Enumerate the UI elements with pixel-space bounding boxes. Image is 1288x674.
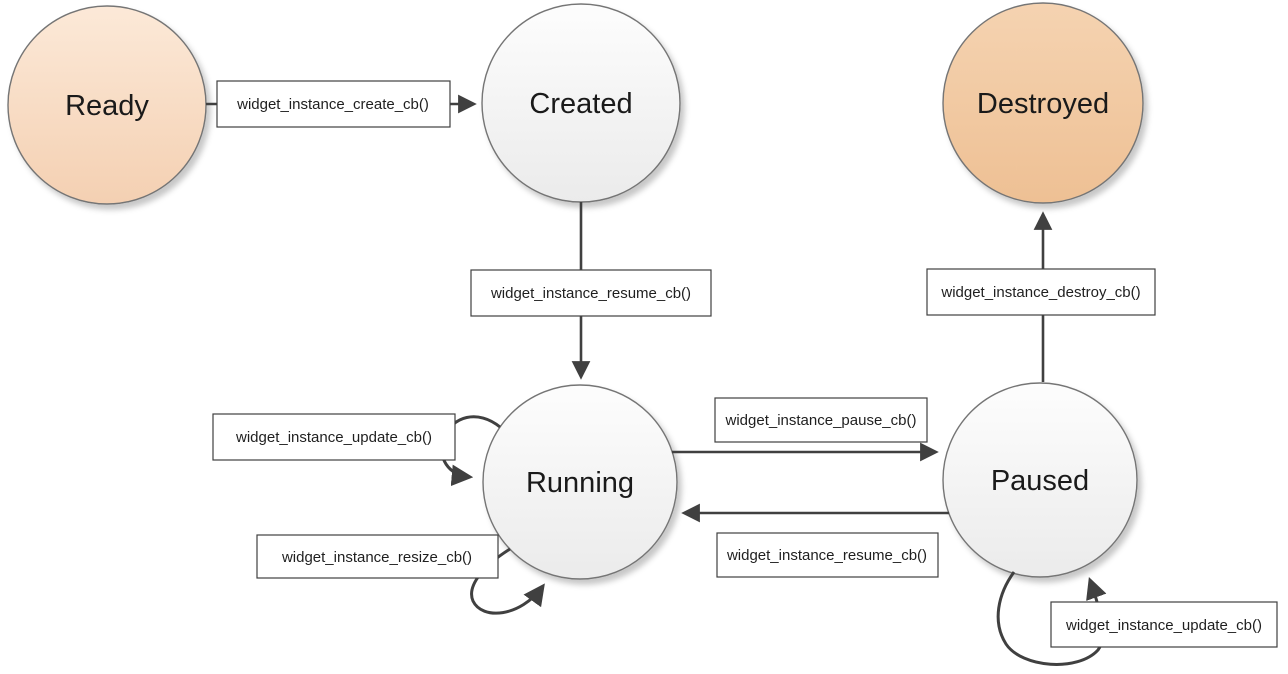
- transition-update-running-label: widget_instance_update_cb(): [235, 429, 432, 446]
- transition-create-label-box: widget_instance_create_cb(): [216, 80, 451, 128]
- state-ready-label: Ready: [65, 90, 149, 122]
- transition-resume-created-label-box: widget_instance_resume_cb(): [470, 269, 712, 317]
- transition-destroy-label-box: widget_instance_destroy_cb(): [926, 268, 1156, 316]
- transition-create-label: widget_instance_create_cb(): [236, 96, 429, 113]
- transition-pause-label-box: widget_instance_pause_cb(): [714, 397, 928, 443]
- transition-update-paused-label-box: widget_instance_update_cb(): [1050, 601, 1278, 648]
- state-paused-label: Paused: [991, 465, 1089, 497]
- state-destroyed-circle: [942, 2, 1144, 204]
- transition-update-paused-label: widget_instance_update_cb(): [1065, 617, 1262, 634]
- transition-resize-running-label: widget_instance_resize_cb(): [281, 549, 472, 566]
- transition-update-running-label-box: widget_instance_update_cb(): [212, 413, 456, 461]
- transition-destroy-label: widget_instance_destroy_cb(): [940, 284, 1140, 301]
- transition-resize-running-label-box: widget_instance_resize_cb(): [256, 534, 499, 579]
- transition-resume-paused-label-box: widget_instance_resume_cb(): [716, 532, 939, 578]
- state-running-label: Running: [526, 467, 634, 499]
- state-destroyed-label: Destroyed: [977, 88, 1109, 120]
- transition-resume-paused-label: widget_instance_resume_cb(): [726, 547, 927, 564]
- state-paused-circle: [942, 382, 1138, 578]
- state-running-circle: [482, 384, 678, 580]
- transition-pause-label: widget_instance_pause_cb(): [725, 412, 917, 429]
- transition-resume-created-label: widget_instance_resume_cb(): [490, 285, 691, 302]
- state-created-label: Created: [529, 88, 632, 120]
